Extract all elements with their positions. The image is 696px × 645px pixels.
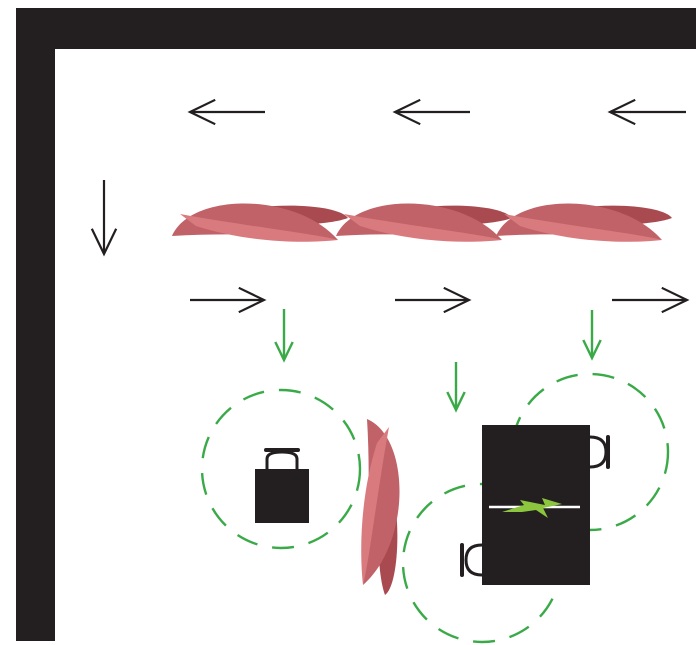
fan-blade-icon (172, 203, 348, 242)
arrow-icon (612, 286, 690, 314)
arrow-icon (187, 98, 265, 126)
corner-wall (16, 8, 696, 641)
door-handle-left (460, 543, 483, 577)
corner-wall-icon (16, 8, 696, 641)
devices (255, 425, 610, 585)
detection-arrow-icon (446, 362, 466, 413)
fan-blade-icon (361, 419, 400, 595)
arrow-icon (90, 180, 118, 257)
detection-arrows (274, 309, 602, 413)
arrow-icon (395, 286, 472, 314)
arrow-icon (190, 286, 267, 314)
arrow-icon (392, 98, 470, 126)
spark-icon (502, 498, 562, 518)
fan-blade-icon (336, 203, 512, 242)
dashed-circle-icon (200, 388, 362, 550)
door-icon (460, 425, 610, 585)
fan-blade-icon (496, 203, 672, 242)
arrow-icon (607, 98, 686, 126)
padlock-icon (255, 448, 309, 523)
airflow-arrows (90, 98, 690, 314)
detection-arrow-icon (582, 310, 602, 361)
detection-arrow-icon (274, 309, 294, 363)
fan-blades (172, 203, 672, 595)
door-handle-right (589, 435, 610, 469)
